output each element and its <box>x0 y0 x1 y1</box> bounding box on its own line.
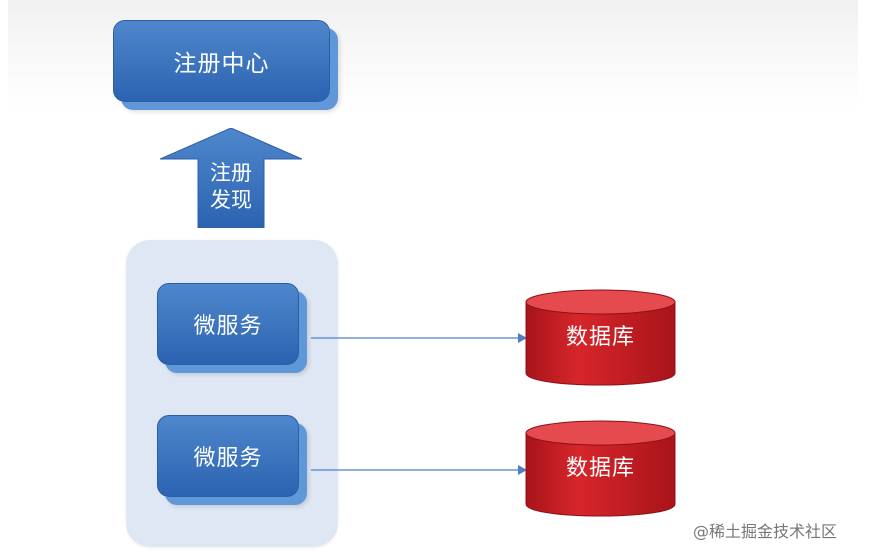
connector-arrowhead-1 <box>518 333 527 343</box>
database-label-1: 数据库 <box>565 325 635 350</box>
registry-center-label: 注册中心 <box>173 51 270 77</box>
watermark-text: @稀土掘金技术社区 <box>693 522 838 541</box>
microservice-node-2: 微服务 <box>157 415 299 497</box>
registry-center-node: 注册中心 <box>113 20 330 102</box>
microservice-label-1: 微服务 <box>193 314 263 339</box>
registration-discovery-arrow-icon <box>160 128 302 228</box>
registration-discovery-label: 注册 发现 <box>194 160 268 216</box>
discovery-label: 发现 <box>210 188 252 212</box>
microservice-label-2: 微服务 <box>193 446 263 471</box>
database-label-2: 数据库 <box>565 456 635 481</box>
registration-label: 注册 <box>210 161 252 185</box>
database-node-2: 数据库 <box>525 420 676 518</box>
database-cylinder-icon <box>525 289 676 386</box>
connector-arrowhead-2 <box>518 465 527 475</box>
database-cylinder-icon <box>525 420 676 517</box>
database-node-1: 数据库 <box>525 289 676 387</box>
microservice-node-1: 微服务 <box>157 283 299 365</box>
